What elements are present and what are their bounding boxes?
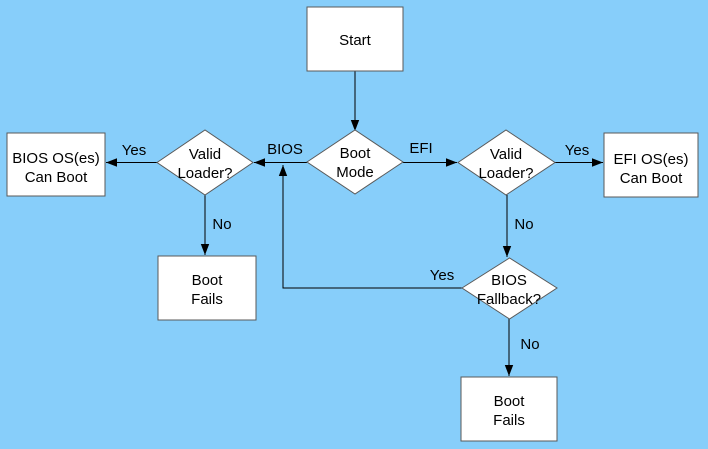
bios-fallback-label-line2: Fallback? xyxy=(477,291,541,308)
edge-label-yes-bios-fallback: Yes xyxy=(430,267,454,284)
boot-fails-bios-label-line2: Fails xyxy=(191,291,223,308)
edge-label-yes-efi-loader: Yes xyxy=(565,142,589,159)
efi-os-can-boot-label-line2: Can Boot xyxy=(620,170,683,187)
boot-mode-decision xyxy=(306,129,404,195)
bios-fallback-decision xyxy=(461,257,558,320)
edge-label-yes-bios-loader: Yes xyxy=(122,142,146,159)
valid-loader-bios-label-line1: Valid xyxy=(189,146,221,163)
edge-label-no-bios-loader: No xyxy=(212,216,231,233)
bios-fallback-label-line1: BIOS xyxy=(491,272,527,289)
bios-os-can-boot-node xyxy=(6,132,106,197)
valid-loader-bios-decision xyxy=(156,129,254,196)
valid-loader-efi-decision xyxy=(457,129,556,196)
edge-bios-fallback-yes-feedback xyxy=(278,165,462,289)
start-node xyxy=(306,6,404,72)
boot-mode-label-line2: Mode xyxy=(336,164,374,181)
start-node-label: Start xyxy=(339,32,372,49)
edge-label-efi: EFI xyxy=(409,140,432,157)
edge-label-no-bios-fallback: No xyxy=(520,336,539,353)
boot-fails-bios-node xyxy=(157,255,257,321)
valid-loader-efi-label-line1: Valid xyxy=(490,146,522,163)
bios-os-can-boot-label-line1: BIOS OS(es) xyxy=(12,150,100,167)
edge-label-bios: BIOS xyxy=(267,141,303,158)
boot-fails-efi-label-line2: Fails xyxy=(493,412,525,429)
valid-loader-bios-label-line2: Loader? xyxy=(177,165,232,182)
boot-mode-label-line1: Boot xyxy=(340,145,372,162)
bios-os-can-boot-label-line2: Can Boot xyxy=(25,169,88,186)
efi-os-can-boot-label-line1: EFI OS(es) xyxy=(613,151,688,168)
efi-os-can-boot-node xyxy=(603,132,699,198)
boot-fails-efi-label-line1: Boot xyxy=(494,393,526,410)
boot-fails-bios-label-line1: Boot xyxy=(192,272,224,289)
boot-fails-efi-node xyxy=(460,376,558,442)
edge-label-no-efi-loader: No xyxy=(514,216,533,233)
valid-loader-efi-label-line2: Loader? xyxy=(478,165,533,182)
